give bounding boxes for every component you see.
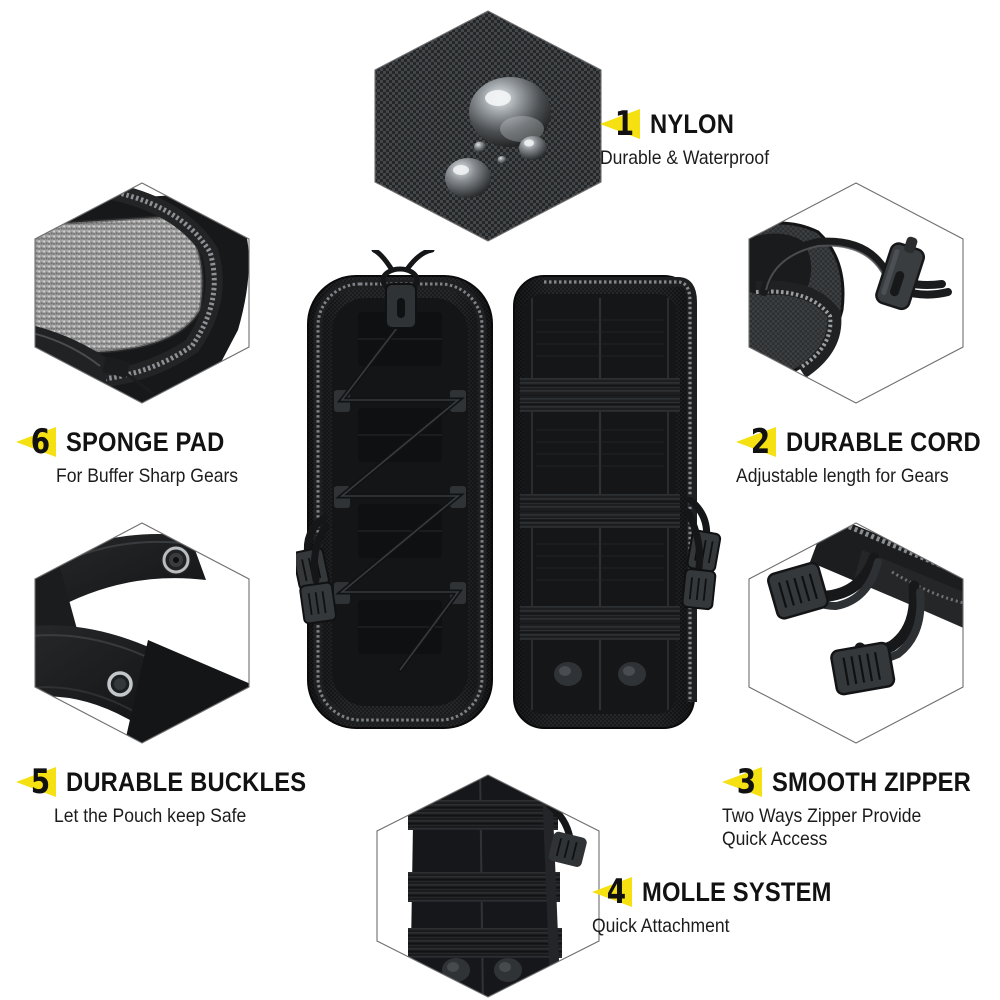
callout-title: NYLON <box>650 109 735 139</box>
callout-number: 5 <box>30 762 50 802</box>
callout-title: DURABLE BUCKLES <box>66 767 307 797</box>
bungee-cord-lock-photo <box>742 180 970 406</box>
callout-subtitle-line-1: Quick Attachment <box>592 915 730 937</box>
callout-subtitle-line-2: Quick Access <box>722 828 828 850</box>
molle-webbing-photo <box>370 772 606 1000</box>
pouch-back-view <box>502 250 722 741</box>
number-marker-icon: 2 <box>736 422 780 462</box>
number-marker-icon: 3 <box>722 762 766 802</box>
callout-number: 4 <box>606 872 626 912</box>
callout-head: 1 NYLON <box>600 104 788 144</box>
callout-subtitle-line-1: Two Ways Zipper Provide <box>722 805 922 827</box>
callout-number: 3 <box>736 762 756 802</box>
sponge-pad-photo <box>28 180 256 406</box>
callout-number: 2 <box>750 422 770 462</box>
callout-smooth-zipper: 3 SMOOTH ZIPPER Two Ways Zipper Provide … <box>722 762 998 851</box>
callout-head: 6 SPONGE PAD <box>16 422 258 462</box>
number-marker-icon: 1 <box>600 104 644 144</box>
zipper-pulls-photo <box>742 520 970 746</box>
callout-sponge-pad: 6 SPONGE PAD For Buffer Sharp Gears <box>16 422 258 488</box>
callout-head: 5 DURABLE BUCKLES <box>16 762 339 802</box>
number-marker-icon: 5 <box>16 762 60 802</box>
callout-head: 2 DURABLE CORD <box>736 422 1000 462</box>
callout-head: 4 MOLLE SYSTEM <box>592 872 857 912</box>
callout-subtitle-line-1: For Buffer Sharp Gears <box>56 465 239 487</box>
callout-head: 3 SMOOTH ZIPPER <box>722 762 998 802</box>
callout-number: 6 <box>30 422 50 462</box>
callout-title: MOLLE SYSTEM <box>642 877 832 907</box>
callout-subtitle-line-1: Let the Pouch keep Safe <box>54 805 247 827</box>
callout-title: DURABLE CORD <box>786 427 981 457</box>
callout-number: 1 <box>614 104 634 144</box>
callout-durable-buckles: 5 DURABLE BUCKLES Let the Pouch keep Saf… <box>16 762 339 828</box>
callout-nylon: 1 NYLON Durable & Waterproof <box>600 104 788 170</box>
number-marker-icon: 4 <box>592 872 636 912</box>
number-marker-icon: 6 <box>16 422 60 462</box>
callout-subtitle-line-1: Durable & Waterproof <box>600 147 770 169</box>
snap-buckle-straps-photo <box>28 520 256 746</box>
callout-title: SMOOTH ZIPPER <box>772 767 971 797</box>
callout-durable-cord: 2 DURABLE CORD Adjustable length for Gea… <box>736 422 1000 488</box>
nylon-texture-waterdrops-photo <box>368 8 608 244</box>
callout-title: SPONGE PAD <box>66 427 225 457</box>
callout-subtitle-line-1: Adjustable length for Gears <box>736 465 949 487</box>
callout-molle-system: 4 MOLLE SYSTEM Quick Attachment <box>592 872 857 938</box>
pouch-front-view <box>292 247 504 741</box>
